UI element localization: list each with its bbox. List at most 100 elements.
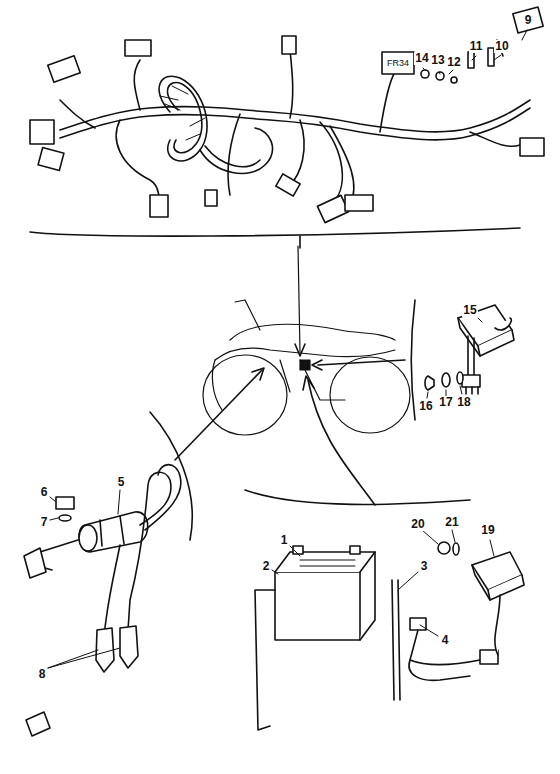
wire-harness: [60, 50, 530, 210]
ignition-coil-stroke: [59, 515, 71, 521]
leader-lines-stroke: [423, 30, 527, 74]
flasher-relay: [382, 52, 414, 74]
high-tension-leads-stroke: [145, 465, 181, 530]
bolt-washers: [425, 372, 463, 390]
callout-number: 10: [494, 40, 509, 53]
harness-clamp-parts-stroke: [468, 52, 474, 68]
callout-number: 18: [456, 396, 471, 409]
motorcycle-outline-stroke: [235, 300, 260, 330]
ignition-coil-stroke: [100, 516, 124, 546]
battery-stroke: [275, 552, 375, 572]
top-bracket-stroke: [295, 344, 305, 356]
motorcycle-outline-stroke: [215, 348, 395, 360]
rectifier-stroke: [495, 595, 500, 655]
connector-blocks-stroke: [317, 195, 348, 222]
connector-blocks-stroke: [345, 195, 373, 211]
rectifier-stroke: [488, 575, 524, 600]
right-bracket: [312, 300, 415, 420]
left-bracket-stroke: [252, 368, 264, 380]
battery-lead: [409, 618, 498, 680]
callout-number: 17: [438, 396, 453, 409]
harness-clamp-parts-stroke: [451, 77, 457, 83]
callout-number: 13: [430, 54, 445, 67]
bottom-bracket-stroke: [308, 380, 375, 505]
callout-number: 15: [462, 304, 477, 317]
harness-clamp-parts-stroke: [488, 48, 494, 66]
callout-number: 12: [446, 56, 461, 69]
callout-number: 2: [262, 560, 271, 573]
bolt-washers-stroke: [425, 376, 434, 390]
wire-harness-stroke: [168, 83, 202, 153]
connector-blocks-stroke: [520, 138, 544, 156]
callout-number: 7: [40, 516, 49, 529]
battery-lead-stroke: [410, 618, 426, 630]
spark-plug-caps: [26, 626, 138, 736]
battery-band-stroke: [392, 580, 400, 700]
top-bracket-stroke: [299, 236, 301, 248]
leader-lines-stroke: [272, 546, 438, 636]
voltage-regulator-stroke: [478, 330, 514, 356]
harness-clamp-parts: [421, 40, 503, 83]
wire-harness-stroke: [228, 114, 240, 195]
spark-plug-caps-stroke: [120, 626, 138, 668]
ignition-coil: [24, 497, 148, 578]
wire-harness-stroke: [159, 76, 207, 161]
connector-blocks-stroke: [38, 147, 64, 170]
rectifier-stroke: [453, 543, 459, 555]
callout-number: 1: [280, 534, 289, 547]
voltage-regulator-stroke: [458, 318, 480, 356]
motorcycle-outline-stroke: [230, 324, 395, 340]
connector-blocks-stroke: [205, 190, 217, 206]
wire-harness-stroke: [330, 126, 354, 205]
bottom-bracket: [245, 376, 470, 505]
wire-harness-stroke: [60, 100, 530, 132]
connector-blocks-stroke: [282, 36, 296, 54]
left-bracket-stroke: [175, 370, 262, 460]
battery-stroke: [350, 546, 360, 554]
battery-stroke: [300, 560, 355, 566]
rectifier-stroke: [438, 542, 450, 554]
battery-sheet-stroke: [255, 590, 275, 730]
connector-blocks-stroke: [30, 120, 54, 144]
part-marking: FR34: [386, 57, 410, 70]
callout-number: 5: [117, 476, 126, 489]
leader-lines-stroke: [427, 318, 482, 398]
voltage-regulator-stroke: [462, 375, 480, 387]
motorcycle-outline-stroke: [300, 360, 310, 370]
wire-harness-stroke: [200, 128, 272, 173]
motorcycle-outline-stroke: [330, 357, 410, 433]
wire-harness-stroke: [290, 50, 293, 118]
callout-number: 21: [444, 516, 459, 529]
harness-clamp-parts-stroke: [421, 70, 429, 78]
connector-blocks-stroke: [513, 7, 543, 33]
voltage-regulator-stroke: [468, 336, 474, 375]
bolt-washers-stroke: [442, 373, 450, 387]
connector-blocks: [30, 7, 544, 223]
cap-part: [26, 712, 50, 736]
leader-lines: [48, 30, 527, 668]
callout-number: 14: [414, 52, 429, 65]
high-tension-leads-stroke: [128, 472, 171, 630]
motorcycle-outline-stroke: [300, 360, 345, 400]
rectifier-stroke: [472, 565, 490, 600]
ignition-coil-stroke: [79, 525, 97, 551]
top-bracket-stroke: [298, 246, 300, 352]
wire-harness-stroke: [470, 132, 520, 146]
battery-lead-stroke: [410, 660, 480, 665]
right-bracket-stroke: [318, 360, 405, 365]
leader-lines-stroke: [48, 490, 120, 668]
motorcycle-outline-stroke: [203, 355, 287, 435]
right-bracket-stroke: [411, 300, 415, 420]
callout-number: 3: [420, 560, 429, 573]
connector-blocks-stroke: [125, 40, 151, 56]
wire-harness-stroke: [290, 120, 304, 185]
wire-harness-stroke: [380, 72, 395, 132]
bottom-bracket-stroke: [245, 490, 470, 504]
bottom-bracket-stroke: [303, 376, 314, 390]
voltage-regulator-stroke: [495, 318, 511, 330]
ignition-coil-stroke: [56, 497, 74, 509]
wire-harness-stroke: [320, 122, 342, 205]
battery-lead-stroke: [409, 630, 470, 680]
